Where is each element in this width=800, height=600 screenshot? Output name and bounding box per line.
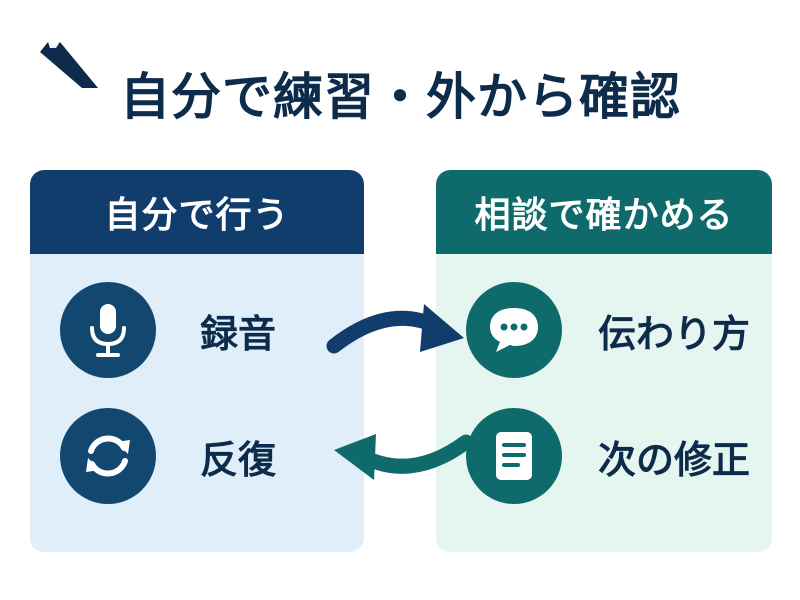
- consultation-panel: 相談で確かめる 伝わり方 次の修正: [436, 170, 772, 552]
- page-title: 自分で練習・外から確認: [120, 68, 681, 126]
- mountain-logo-icon: [40, 42, 98, 88]
- self-practice-header: 自分で行う: [30, 170, 364, 254]
- impression-item: 伝わり方: [466, 282, 750, 378]
- recording-item: 録音: [60, 282, 276, 378]
- refresh-icon: [60, 408, 156, 504]
- forward-arrow-icon: [326, 304, 464, 354]
- impression-label: 伝わり方: [598, 311, 751, 356]
- document-icon: [466, 408, 562, 504]
- return-arrow-icon: [334, 434, 474, 480]
- cycle-arrows: [326, 304, 474, 480]
- recording-label: 録音: [200, 311, 277, 356]
- microphone-icon: [60, 282, 156, 378]
- chat-bubble-icon: [466, 282, 562, 378]
- self-practice-panel: 自分で行う 録音 反復: [30, 170, 364, 552]
- next-revision-label: 次の修正: [598, 437, 751, 482]
- repetition-item: 反復: [60, 408, 276, 504]
- repetition-label: 反復: [200, 437, 277, 482]
- next-revision-item: 次の修正: [466, 408, 750, 504]
- consultation-header: 相談で確かめる: [436, 170, 772, 254]
